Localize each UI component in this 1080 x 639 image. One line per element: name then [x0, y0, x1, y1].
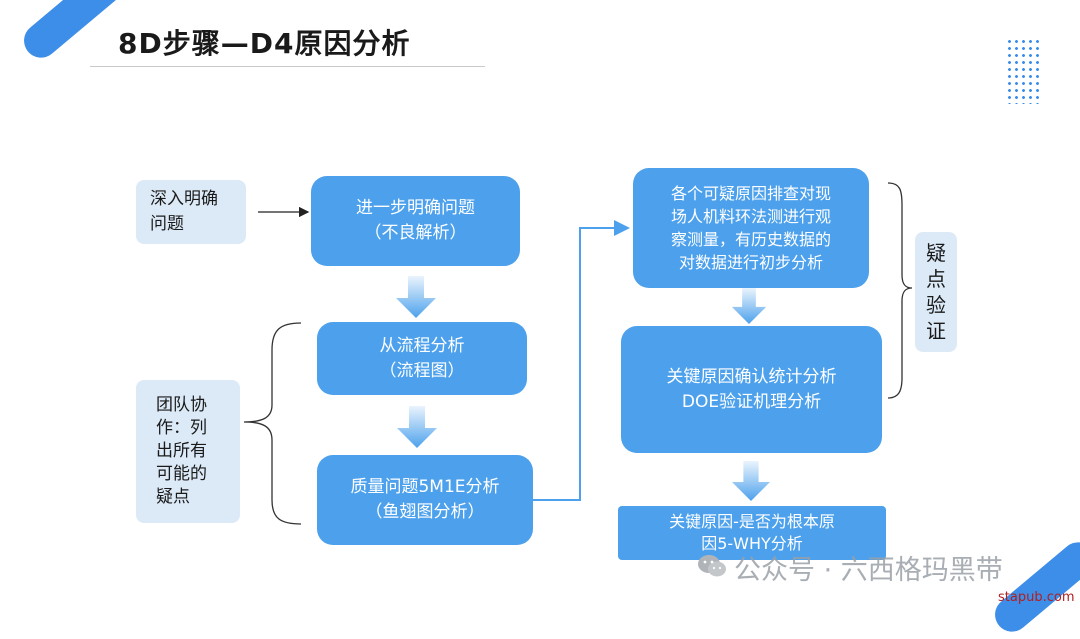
- watermark-text: 公众号 · 六西格玛黑带: [734, 555, 1003, 586]
- down-arrow-icon: [396, 276, 436, 318]
- wechat-icon: [698, 555, 726, 577]
- box-5m1e-analysis: 质量问题5M1E分析 （鱼翅图分析）: [317, 455, 533, 545]
- note-line: 问题: [150, 214, 184, 234]
- box-line: 关键原因确认统计分析: [666, 366, 837, 387]
- label-char: 疑: [926, 241, 946, 265]
- note-line: 可能的: [156, 463, 207, 484]
- box-line: （鱼翅图分析）: [365, 502, 485, 522]
- box-suspect-screening: 各个可疑原因排查对现 场人机料环法测进行观 察测量，有历史数据的 对数据进行初步…: [633, 168, 869, 288]
- label-char: 证: [926, 319, 946, 343]
- down-arrow-icon: [397, 406, 437, 448]
- label-char: 验: [926, 293, 946, 317]
- box-line: 察测量，有历史数据的: [670, 230, 831, 249]
- box-line: 质量问题5M1E分析: [350, 477, 500, 498]
- arrow-to-right-column: [533, 220, 630, 501]
- label-char: 点: [926, 267, 946, 291]
- site-url: stapub.com: [998, 590, 1075, 605]
- note-line: 疑点: [156, 486, 190, 507]
- box-line: DOE验证机理分析: [681, 391, 822, 412]
- box-line: 关键原因-是否为根本原: [669, 512, 835, 532]
- down-arrow-icon: [732, 461, 770, 501]
- box-line: 进一步明确问题: [356, 198, 475, 219]
- note-deep-clarify: 深入明确 问题: [136, 180, 246, 244]
- right-bracket: [887, 182, 913, 399]
- note-line: 深入明确: [150, 189, 218, 210]
- box-root-cause-5why: 关键原因-是否为根本原 因5-WHY分析: [618, 506, 886, 560]
- connector-lines: [243, 182, 913, 525]
- title-divider: [90, 66, 485, 67]
- note-team-collab: 团队协 作：列 出所有 可能的 疑点: [136, 380, 240, 523]
- note-line: 作：列: [156, 418, 207, 439]
- page-title: 8D步骤—D4原因分析: [118, 27, 411, 60]
- note-line: 团队协: [156, 395, 207, 416]
- box-line: 从流程分析: [379, 335, 465, 356]
- box-line: 各个可疑原因排查对现: [670, 183, 831, 203]
- box-line: 因5-WHY分析: [701, 534, 803, 553]
- box-line: （流程图）: [379, 360, 465, 381]
- down-arrow-icon: [731, 288, 767, 324]
- box-line: 对数据进行初步分析: [678, 253, 823, 273]
- box-process-analysis: 从流程分析 （流程图）: [317, 322, 527, 395]
- box-line: （不良解析）: [364, 223, 467, 243]
- note-line: 出所有: [156, 441, 207, 462]
- box-line: 场人机料环法测进行观: [670, 206, 831, 226]
- left-bracket: [243, 322, 302, 525]
- box-clarify-problem: 进一步明确问题 （不良解析）: [311, 176, 520, 266]
- box-key-cause-confirm: 关键原因确认统计分析 DOE验证机理分析: [621, 326, 882, 453]
- label-suspect-verification: 疑 点 验 证: [915, 232, 957, 352]
- dot-grid-decoration: [1006, 38, 1042, 104]
